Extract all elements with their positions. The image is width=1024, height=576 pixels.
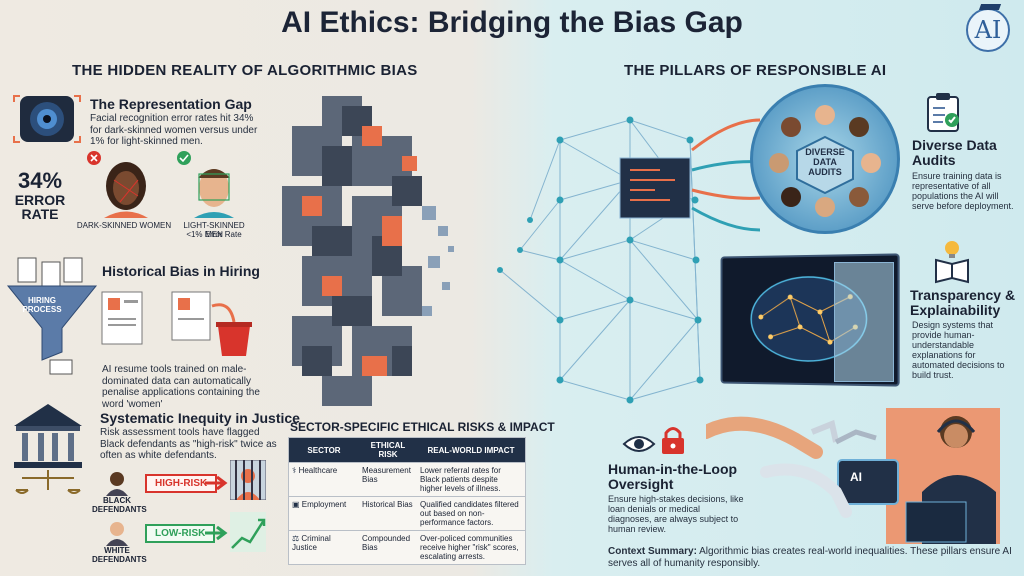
table-row: ⚖ Criminal Justice Compounded Bias Over-… <box>289 530 525 564</box>
graduation-cap-icon <box>978 4 1002 10</box>
oversight-text: Ensure high-stakes decisions, like loan … <box>608 494 744 534</box>
audits-text: Ensure training data is representative o… <box>912 171 1014 211</box>
risk-cell: Measurement Bias <box>359 462 417 497</box>
funnel-label: HIRING PROCESS <box>22 296 62 314</box>
info-panel <box>834 262 894 382</box>
camera-icon <box>12 94 82 144</box>
table-title: SECTOR-SPECIFIC ETHICAL RISKS & IMPACT <box>290 420 555 434</box>
lock-icon <box>660 424 686 456</box>
sector-name: Employment <box>301 500 347 509</box>
transparency-title: Transparency & Explainability <box>910 287 1016 318</box>
risk-cell: Historical Bias <box>359 496 417 531</box>
hiring-funnel-icon <box>6 256 98 376</box>
risk-cell: Compounded Bias <box>359 530 417 564</box>
col-impact: REAL-WORLD IMPACT <box>417 438 525 463</box>
col-sector: SECTOR <box>289 438 359 463</box>
label-light-skinned: LIGHT-SKINNED MEN <box>183 221 245 239</box>
arrow-right-icon <box>205 475 229 491</box>
arrow-right-icon <box>205 525 229 541</box>
human-robot-scene <box>699 402 1006 552</box>
audits-title: Diverse Data Audits <box>912 137 997 168</box>
label-dark-skinned: DARK-SKINNED WOMEN <box>76 221 172 230</box>
oversight-title: Human-in-the-Loop Oversight <box>608 461 738 492</box>
logo: AI <box>966 4 1010 52</box>
table-row: ⚕ Healthcare Measurement Bias Lower refe… <box>289 462 525 497</box>
table-row: ▣ Employment Historical Bias Qualified c… <box>289 496 525 531</box>
label-black-defendants: BLACK DEFENDANTS <box>92 496 147 514</box>
briefcase-icon: ▣ <box>292 500 302 509</box>
stat-label: ERROR RATE <box>14 192 66 222</box>
white-defendant-avatar <box>104 520 130 546</box>
right-heading: THE PILLARS OF RESPONSIBLE AI <box>624 62 887 79</box>
left-heading: THE HIDDEN REALITY OF ALGORITHMIC BIAS <box>72 62 418 79</box>
page-title: AI Ethics: Bridging the Bias Gap <box>281 6 743 39</box>
context-text: Algorithmic bias creates real-world ineq… <box>608 546 1012 569</box>
diverse-audits-circle: DIVERSE DATA AUDITS <box>750 84 900 234</box>
transparency-text: Design systems that provide human-unders… <box>912 320 1005 380</box>
circle-label: DIVERSE DATA AUDITS <box>805 147 845 177</box>
eye-icon <box>622 432 656 456</box>
growth-chart-icon <box>230 512 266 552</box>
stat-value: 34% <box>17 168 63 193</box>
sector-cell: ⚖ Criminal Justice <box>289 530 359 564</box>
label-white-defendants: WHITE DEFENDANTS <box>92 546 147 564</box>
stethoscope-icon: ⚕ <box>292 466 299 475</box>
sector-cell: ⚕ Healthcare <box>289 462 359 497</box>
fragmented-data-cube <box>262 86 462 416</box>
logo-text: AI <box>974 16 1002 44</box>
hiring-text: AI resume tools trained on male-dominate… <box>102 364 260 410</box>
impact-cell: Qualified candidates filtered out based … <box>417 496 525 531</box>
black-defendant-avatar <box>104 470 130 496</box>
light-skinned-face <box>172 150 252 220</box>
courthouse-icon <box>8 400 88 500</box>
sector-name: Criminal Justice <box>292 534 331 552</box>
clipboard-check-icon <box>925 92 961 132</box>
impact-cell: Lower referral rates for Black patients … <box>417 462 525 497</box>
neural-network-graphic <box>460 80 761 420</box>
hiring-title: Historical Bias in Hiring <box>102 263 260 279</box>
gavel-icon: ⚖ <box>292 534 302 543</box>
jail-cell-icon <box>229 459 267 501</box>
justice-title: Systematic Inequity in Justice <box>100 410 300 426</box>
context-summary: Context Summary: Algorithmic bias create… <box>608 546 1018 570</box>
label-light-error: <1% Error Rate <box>186 230 242 239</box>
impact-cell: Over-policed communities receive higher … <box>417 530 525 564</box>
justice-text: Risk assessment tools have flagged Black… <box>100 427 277 461</box>
context-label: Context Summary: <box>608 546 697 557</box>
dark-skinned-face <box>84 150 164 220</box>
sector-name: Healthcare <box>298 466 338 475</box>
book-lightbulb-icon <box>932 238 972 284</box>
resume-documents <box>100 288 262 358</box>
representation-text: Facial recognition error rates hit 34% f… <box>90 113 258 147</box>
sector-cell: ▣ Employment <box>289 496 359 531</box>
risk-table: SECTOR ETHICAL RISK REAL-WORLD IMPACT ⚕ … <box>288 437 526 565</box>
screen-label: AI <box>850 470 862 484</box>
representation-title: The Representation Gap <box>90 96 252 112</box>
col-risk: ETHICAL RISK <box>359 438 417 463</box>
